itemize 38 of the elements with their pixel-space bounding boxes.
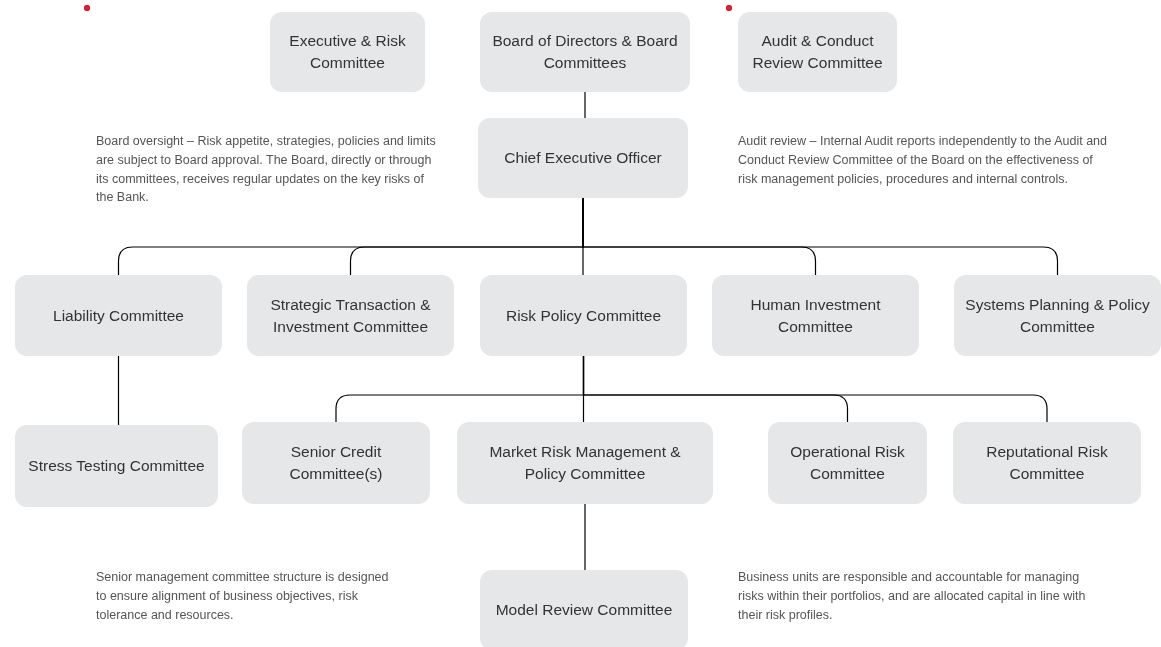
committee-name: Human Investment Committee xyxy=(749,294,882,337)
connector-line xyxy=(582,355,1048,423)
committee-box xyxy=(457,422,713,504)
committee-box xyxy=(712,275,919,356)
committee-box xyxy=(15,275,222,356)
connector-line xyxy=(584,503,586,571)
committee-box xyxy=(480,12,690,92)
committee-name: Chief Executive Officer xyxy=(504,148,662,169)
committee-name: Market Risk Management & Policy Committee xyxy=(488,442,682,484)
committee-name: Audit & Conduct Review Committee xyxy=(751,31,884,73)
committee-box xyxy=(480,570,688,647)
connector-line xyxy=(584,91,586,119)
committee-box xyxy=(478,118,688,198)
committee-name: Reputational Risk Committee xyxy=(985,442,1109,484)
committee-box xyxy=(953,422,1141,504)
note-text: Audit review – Internal Audit reports independently to the Audit and Conduct Review Committee of the Board on the effectiveness of risk management policies, procedures and internal controls. xyxy=(738,133,1108,188)
committee-box xyxy=(768,422,927,504)
note-text: Business units are responsible and accountable for managing risks within their portfolios, and are allocated capital in line with their risk profiles. xyxy=(738,569,1087,624)
committee-name: Liability Committee xyxy=(53,305,184,326)
committee-name: Strategic Transaction & Investment Committee xyxy=(269,294,432,337)
note-text: Senior management committee structure is designed to ensure alignment of business objectives, risk tolerance and resources. xyxy=(96,569,390,624)
committee-name: Stress Testing Committee xyxy=(28,456,205,477)
committee-box xyxy=(954,275,1161,356)
committee-name: Risk Policy Committee xyxy=(506,305,661,326)
committee-box xyxy=(480,275,687,356)
committee-name: Operational Risk Committee xyxy=(789,442,906,484)
committee-name: Executive & Risk Committee xyxy=(288,31,407,73)
committee-name: Senior Credit Committee(s) xyxy=(288,442,384,484)
committee-name: Systems Planning & Policy Committee xyxy=(964,294,1151,337)
committee-box xyxy=(270,12,425,92)
committee-box xyxy=(247,275,454,356)
note-text: Board oversight – Risk appetite, strategies, policies and limits are subject to Board approval. The Board, directly or through its committees, receives regular updates on the key risks of the Bank. xyxy=(96,133,437,207)
committee-name: Board of Directors & Board Committees xyxy=(491,31,679,73)
committee-box xyxy=(242,422,430,504)
committee-box xyxy=(738,12,897,92)
connector-line xyxy=(117,355,120,426)
committee-box xyxy=(15,425,218,507)
committee-name: Model Review Committee xyxy=(495,600,673,621)
